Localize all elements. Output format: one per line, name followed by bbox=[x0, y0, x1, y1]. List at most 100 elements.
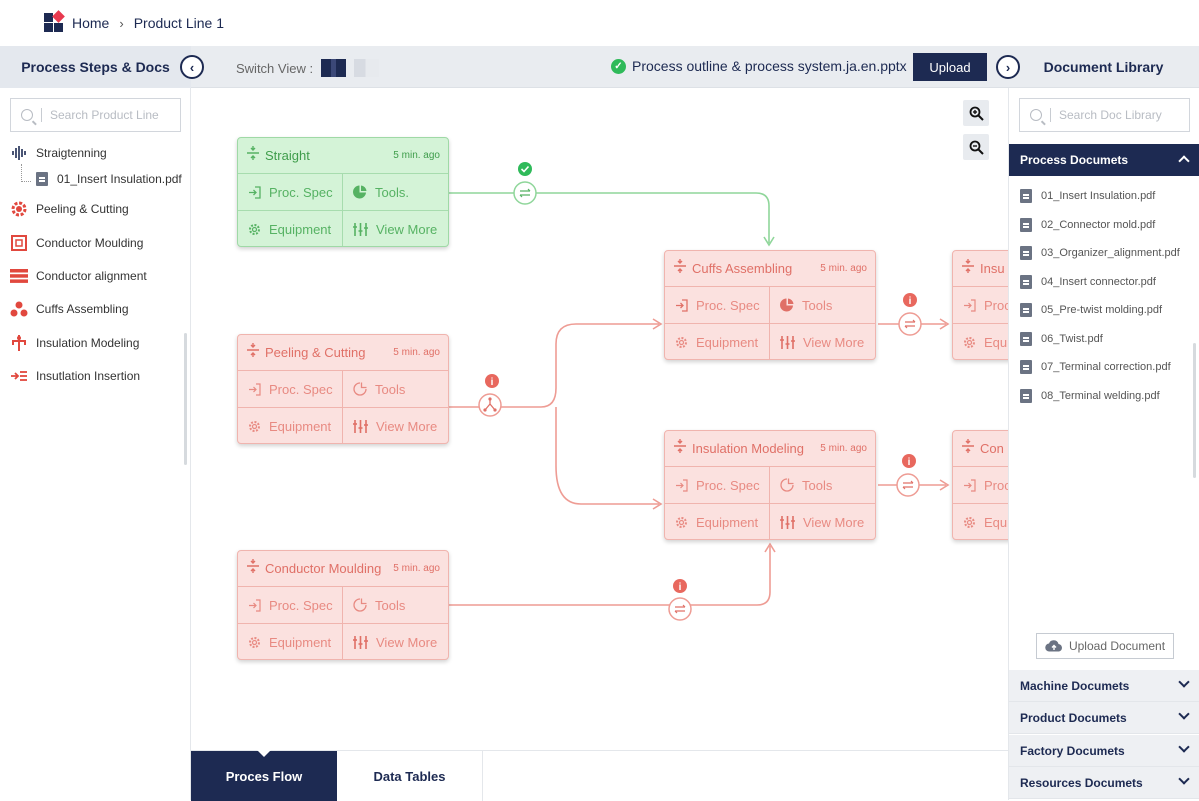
document-icon bbox=[1020, 189, 1032, 203]
document-item[interactable]: 04_Insert connector.pdf bbox=[1020, 275, 1156, 289]
section-factory-documents[interactable]: Factory Documets bbox=[1009, 735, 1199, 767]
step-label: Cuffs Assembling bbox=[36, 302, 129, 316]
proc-spec-button[interactable]: Proc bbox=[953, 287, 1008, 323]
sliders-icon bbox=[780, 516, 795, 529]
collapse-right-button[interactable]: › bbox=[996, 55, 1020, 79]
view-more-button[interactable]: View More bbox=[770, 324, 875, 359]
search-placeholder: Search Doc Library bbox=[1059, 108, 1162, 122]
step-insulation-modeling[interactable]: Insulation Modeling bbox=[10, 334, 139, 352]
node-peeling-cutting[interactable]: Peeling & Cutting 5 min. ago Proc. Spec … bbox=[237, 334, 449, 444]
equipment-button[interactable]: Equipment bbox=[665, 324, 770, 359]
cog-icon bbox=[963, 516, 976, 529]
step-doc-insert-insulation[interactable]: 01_Insert Insulation.pdf bbox=[36, 172, 182, 186]
right-panel-title: Document Library bbox=[1043, 59, 1164, 75]
step-cuffs-assembling[interactable]: Cuffs Assembling bbox=[10, 300, 129, 318]
step-peeling-cutting[interactable]: Peeling & Cutting bbox=[10, 200, 129, 218]
node-insulation-modeling[interactable]: Insulation Modeling 5 min. ago Proc. Spe… bbox=[664, 430, 876, 540]
view-more-button[interactable]: View More bbox=[343, 211, 448, 246]
collapse-left-button[interactable]: ‹ bbox=[180, 55, 204, 79]
document-item[interactable]: 06_Twist.pdf bbox=[1020, 332, 1103, 346]
step-conductor-moulding[interactable]: Conductor Moulding bbox=[10, 234, 143, 252]
zoom-in-button[interactable] bbox=[963, 100, 989, 126]
tab-data-tables[interactable]: Data Tables bbox=[337, 751, 483, 801]
sliders-icon bbox=[353, 420, 368, 433]
node-straight[interactable]: Straight 5 min. ago Proc. Spec Tools. Eq… bbox=[237, 137, 449, 247]
app-logo[interactable] bbox=[44, 10, 65, 33]
zoom-out-button[interactable] bbox=[963, 134, 989, 160]
view-more-button[interactable]: View More bbox=[343, 408, 448, 443]
equipment-button[interactable]: Equipment bbox=[238, 408, 343, 443]
tools-button[interactable]: Tools bbox=[770, 287, 875, 323]
square-frame-icon bbox=[10, 234, 28, 252]
step-conductor-alignment[interactable]: Conductor alignment bbox=[10, 267, 147, 285]
proc-spec-button[interactable]: Proc. Spec bbox=[665, 467, 770, 503]
chevron-down-icon bbox=[1178, 676, 1190, 688]
chevron-down-icon bbox=[1178, 741, 1190, 753]
node-insulation-partial[interactable]: Insu Proc Equ bbox=[952, 250, 1008, 360]
right-scrollbar[interactable] bbox=[1193, 343, 1196, 478]
view-option-dark[interactable] bbox=[321, 59, 347, 77]
swap-icon bbox=[513, 181, 537, 205]
section-resources-documents[interactable]: Resources Documets bbox=[1009, 767, 1199, 799]
switch-view-label: Switch View : bbox=[236, 60, 314, 76]
step-label: Peeling & Cutting bbox=[36, 202, 129, 216]
document-item[interactable]: 03_Organizer_alignment.pdf bbox=[1020, 246, 1180, 260]
section-product-documents[interactable]: Product Documets bbox=[1009, 702, 1199, 734]
breadcrumb-home[interactable]: Home bbox=[72, 15, 110, 31]
proc-spec-button[interactable]: Proc bbox=[953, 467, 1008, 503]
step-straightening[interactable]: Straigtenning bbox=[10, 144, 107, 162]
split-icon bbox=[247, 343, 259, 362]
tools-button[interactable]: Tools bbox=[770, 467, 875, 503]
node-conductor-moulding[interactable]: Conductor Moulding 5 min. ago Proc. Spec… bbox=[237, 550, 449, 660]
tools-button[interactable]: Tools bbox=[343, 371, 448, 407]
split-icon bbox=[247, 559, 259, 578]
tree-icon bbox=[10, 334, 28, 352]
left-scrollbar[interactable] bbox=[184, 333, 187, 465]
right-sidebar: Search Doc Library Process Documets 01_I… bbox=[1008, 88, 1199, 800]
document-item[interactable]: 01_Insert Insulation.pdf bbox=[1020, 189, 1155, 203]
file-status: ✓ Process outline & process system.ja.en… bbox=[611, 58, 907, 74]
document-icon bbox=[1020, 275, 1032, 289]
cog-icon bbox=[675, 336, 688, 349]
view-more-button[interactable]: View More bbox=[343, 624, 448, 659]
equipment-button[interactable]: Equipment bbox=[238, 624, 343, 659]
step-insulation-insertion[interactable]: Insutlation Insertion bbox=[10, 367, 140, 385]
tools-button[interactable]: Tools bbox=[343, 587, 448, 623]
proc-spec-button[interactable]: Proc. Spec bbox=[238, 174, 343, 210]
section-machine-documents[interactable]: Machine Documets bbox=[1009, 670, 1199, 702]
node-time: 5 min. ago bbox=[393, 150, 440, 161]
upload-button[interactable]: Upload bbox=[913, 53, 987, 81]
chevron-up-icon bbox=[1178, 155, 1190, 167]
process-flow-canvas[interactable]: i i i i Straight 5 min. ago Proc. Spec T… bbox=[191, 88, 1008, 750]
section-process-documents[interactable]: Process Documets bbox=[1009, 144, 1199, 176]
document-item[interactable]: 07_Terminal correction.pdf bbox=[1020, 360, 1171, 374]
search-doc-library-input[interactable]: Search Doc Library bbox=[1019, 98, 1190, 132]
equipment-button[interactable]: Equipment bbox=[238, 211, 343, 246]
equipment-button[interactable]: Equ bbox=[953, 504, 1008, 539]
breadcrumb-current: Product Line 1 bbox=[133, 15, 224, 31]
document-item[interactable]: 08_Terminal welding.pdf bbox=[1020, 389, 1160, 403]
node-title: Insulation Modeling bbox=[692, 441, 805, 456]
cog-icon bbox=[963, 336, 976, 349]
node-cuffs-assembling[interactable]: Cuffs Assembling 5 min. ago Proc. Spec T… bbox=[664, 250, 876, 360]
view-option-light[interactable] bbox=[354, 59, 380, 77]
tools-button[interactable]: Tools. bbox=[343, 174, 448, 210]
upload-document-button[interactable]: Upload Document bbox=[1036, 633, 1174, 659]
view-more-button[interactable]: View More bbox=[770, 504, 875, 539]
search-placeholder: Search Product Line bbox=[50, 108, 159, 122]
cog-icon bbox=[248, 636, 261, 649]
equipment-button[interactable]: Equ bbox=[953, 324, 1008, 359]
proc-spec-button[interactable]: Proc. Spec bbox=[238, 587, 343, 623]
proc-spec-button[interactable]: Proc. Spec bbox=[665, 287, 770, 323]
step-label: Straigtenning bbox=[36, 146, 107, 160]
document-item[interactable]: 02_Connector mold.pdf bbox=[1020, 218, 1155, 232]
search-icon bbox=[1030, 109, 1042, 121]
equipment-button[interactable]: Equipment bbox=[665, 504, 770, 539]
node-conductor-partial[interactable]: Con Proc Equ bbox=[952, 430, 1008, 540]
proc-spec-button[interactable]: Proc. Spec bbox=[238, 371, 343, 407]
document-item[interactable]: 05_Pre-twist molding.pdf bbox=[1020, 303, 1162, 317]
search-product-line-input[interactable]: Search Product Line bbox=[10, 98, 181, 132]
tab-process-flow[interactable]: Proces Flow bbox=[191, 750, 337, 801]
server-icon bbox=[10, 267, 28, 285]
svg-text:i: i bbox=[491, 377, 494, 388]
